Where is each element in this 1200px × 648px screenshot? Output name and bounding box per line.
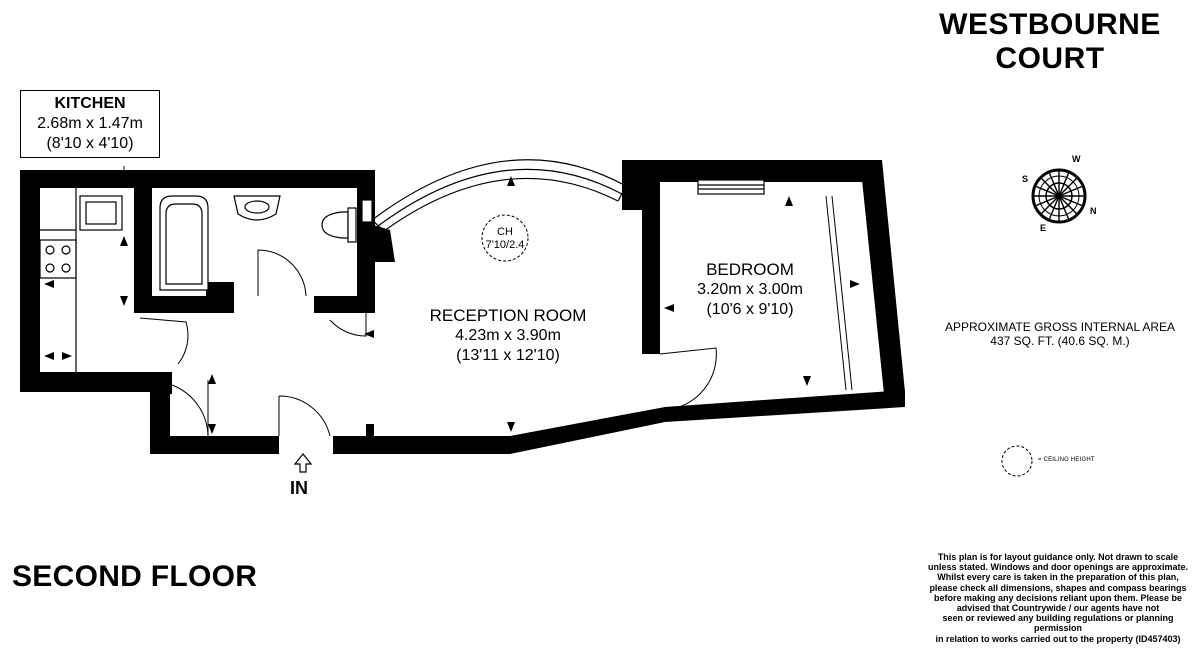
legend-label: = CEILING HEIGHT — [1038, 457, 1095, 463]
wall-bottom-left — [20, 372, 155, 392]
kitchen-dims-ft: (8'10 x 4'10) — [46, 135, 134, 152]
wall-right-bedroom — [860, 160, 905, 394]
property-title-line1: WESTBOURNE — [939, 8, 1161, 41]
wall-bath-bottom-right — [314, 296, 359, 313]
reception-room-dims-ft: (13'11 x 12'10) — [456, 347, 560, 364]
wall-lobby-corner — [150, 372, 172, 394]
wall-top-bedroom — [622, 160, 882, 182]
ceiling-height-label: CH 7'10/2.4 — [475, 226, 535, 252]
floor-label: SECOND FLOOR — [12, 560, 258, 593]
bedroom-dims-ft: (10'6 x 9'10) — [706, 301, 794, 318]
bedroom-dims-m: 3.20m x 3.00m — [697, 281, 803, 298]
door-bedroom — [659, 347, 717, 411]
entrance-arrow — [293, 453, 313, 473]
bedroom-name: BEDROOM — [706, 260, 794, 279]
disclaimer-line: seen or reviewed any building regulation… — [942, 613, 1174, 634]
wall-bottom-reception — [333, 407, 665, 454]
outer-walls — [20, 160, 905, 454]
wall-reception-stub — [366, 424, 374, 436]
property-title-line2: COURT — [995, 42, 1105, 75]
ceiling-height-marker — [481, 214, 529, 262]
bedroom-window — [697, 179, 765, 195]
wall-bottom-lobby — [150, 436, 275, 454]
disclaimer-line: This plan is for layout guidance only. N… — [937, 552, 1179, 562]
door-bathroom — [257, 249, 307, 297]
kitchen-name: KITCHEN — [54, 95, 126, 112]
compass-e: E — [1040, 223, 1047, 233]
reception-room-dims-m: 4.23m x 3.90m — [455, 327, 561, 344]
disclaimer-line: Whilst every care is taken in the prepar… — [937, 572, 1179, 583]
wall-pillar-right — [622, 182, 660, 210]
ceiling-height-code: CH — [497, 226, 513, 238]
compass-icon — [1031, 168, 1087, 224]
door-kitchen — [139, 317, 189, 365]
wall-bath-left — [134, 188, 152, 313]
window-bath — [361, 199, 373, 223]
wall-left — [20, 170, 40, 392]
disclaimer-line: advised that Countrywide / our agents ha… — [956, 603, 1160, 614]
disclaimer-line: in relation to works carried out to the … — [935, 633, 1181, 644]
doors — [139, 249, 717, 437]
compass-n: N — [1090, 206, 1097, 216]
entrance-label: IN — [290, 478, 308, 498]
bay-window — [371, 159, 627, 232]
wall-bottom-bedroom — [665, 390, 905, 422]
door-reception — [329, 300, 367, 337]
dimension-arrows — [44, 176, 860, 434]
ceiling-height-value: 7'10/2.4 — [485, 239, 525, 251]
reception-room-name: RECEPTION ROOM — [429, 306, 587, 325]
toilet — [321, 211, 349, 239]
disclaimer-line: please check all dimensions, shapes and … — [929, 582, 1187, 593]
kitchen-label: KITCHEN 2.68m x 1.47m (8'10 x 4'10) — [20, 90, 160, 158]
reception-room-label: RECEPTION ROOM 4.23m x 3.90m (13'11 x 12… — [408, 306, 608, 366]
disclaimer: This plan is for layout guidance only. N… — [918, 552, 1198, 644]
door-entrance — [278, 395, 331, 437]
wardrobe — [825, 195, 853, 391]
property-title: WESTBOURNE COURT — [920, 8, 1180, 76]
compass-w: W — [1072, 154, 1081, 164]
hob — [39, 239, 77, 279]
compass-s: S — [1022, 174, 1029, 184]
wall-bath-top — [130, 170, 375, 188]
bathroom-fixtures — [159, 195, 373, 291]
door-cupboard — [171, 380, 209, 437]
wall-in-door-left — [267, 436, 279, 454]
disclaimer-line: unless stated. Windows and door openings… — [928, 562, 1188, 573]
bedroom-label: BEDROOM 3.20m x 3.00m (10'6 x 9'10) — [670, 260, 830, 320]
kitchen-fixtures — [39, 188, 123, 372]
legend-ceiling-icon — [1001, 445, 1033, 477]
gross-internal-area: APPROXIMATE GROSS INTERNAL AREA 437 SQ. … — [920, 320, 1200, 348]
disclaimer-line: before making any decisions reliant upon… — [933, 592, 1183, 603]
bathtub-inner — [165, 203, 203, 285]
kitchen-dims-m: 2.68m x 1.47m — [37, 115, 143, 132]
area-heading: APPROXIMATE GROSS INTERNAL AREA — [944, 320, 1176, 334]
wall-bath-stub — [206, 282, 234, 313]
area-value: 437 SQ. FT. (40.6 SQ. M.) — [990, 334, 1130, 348]
